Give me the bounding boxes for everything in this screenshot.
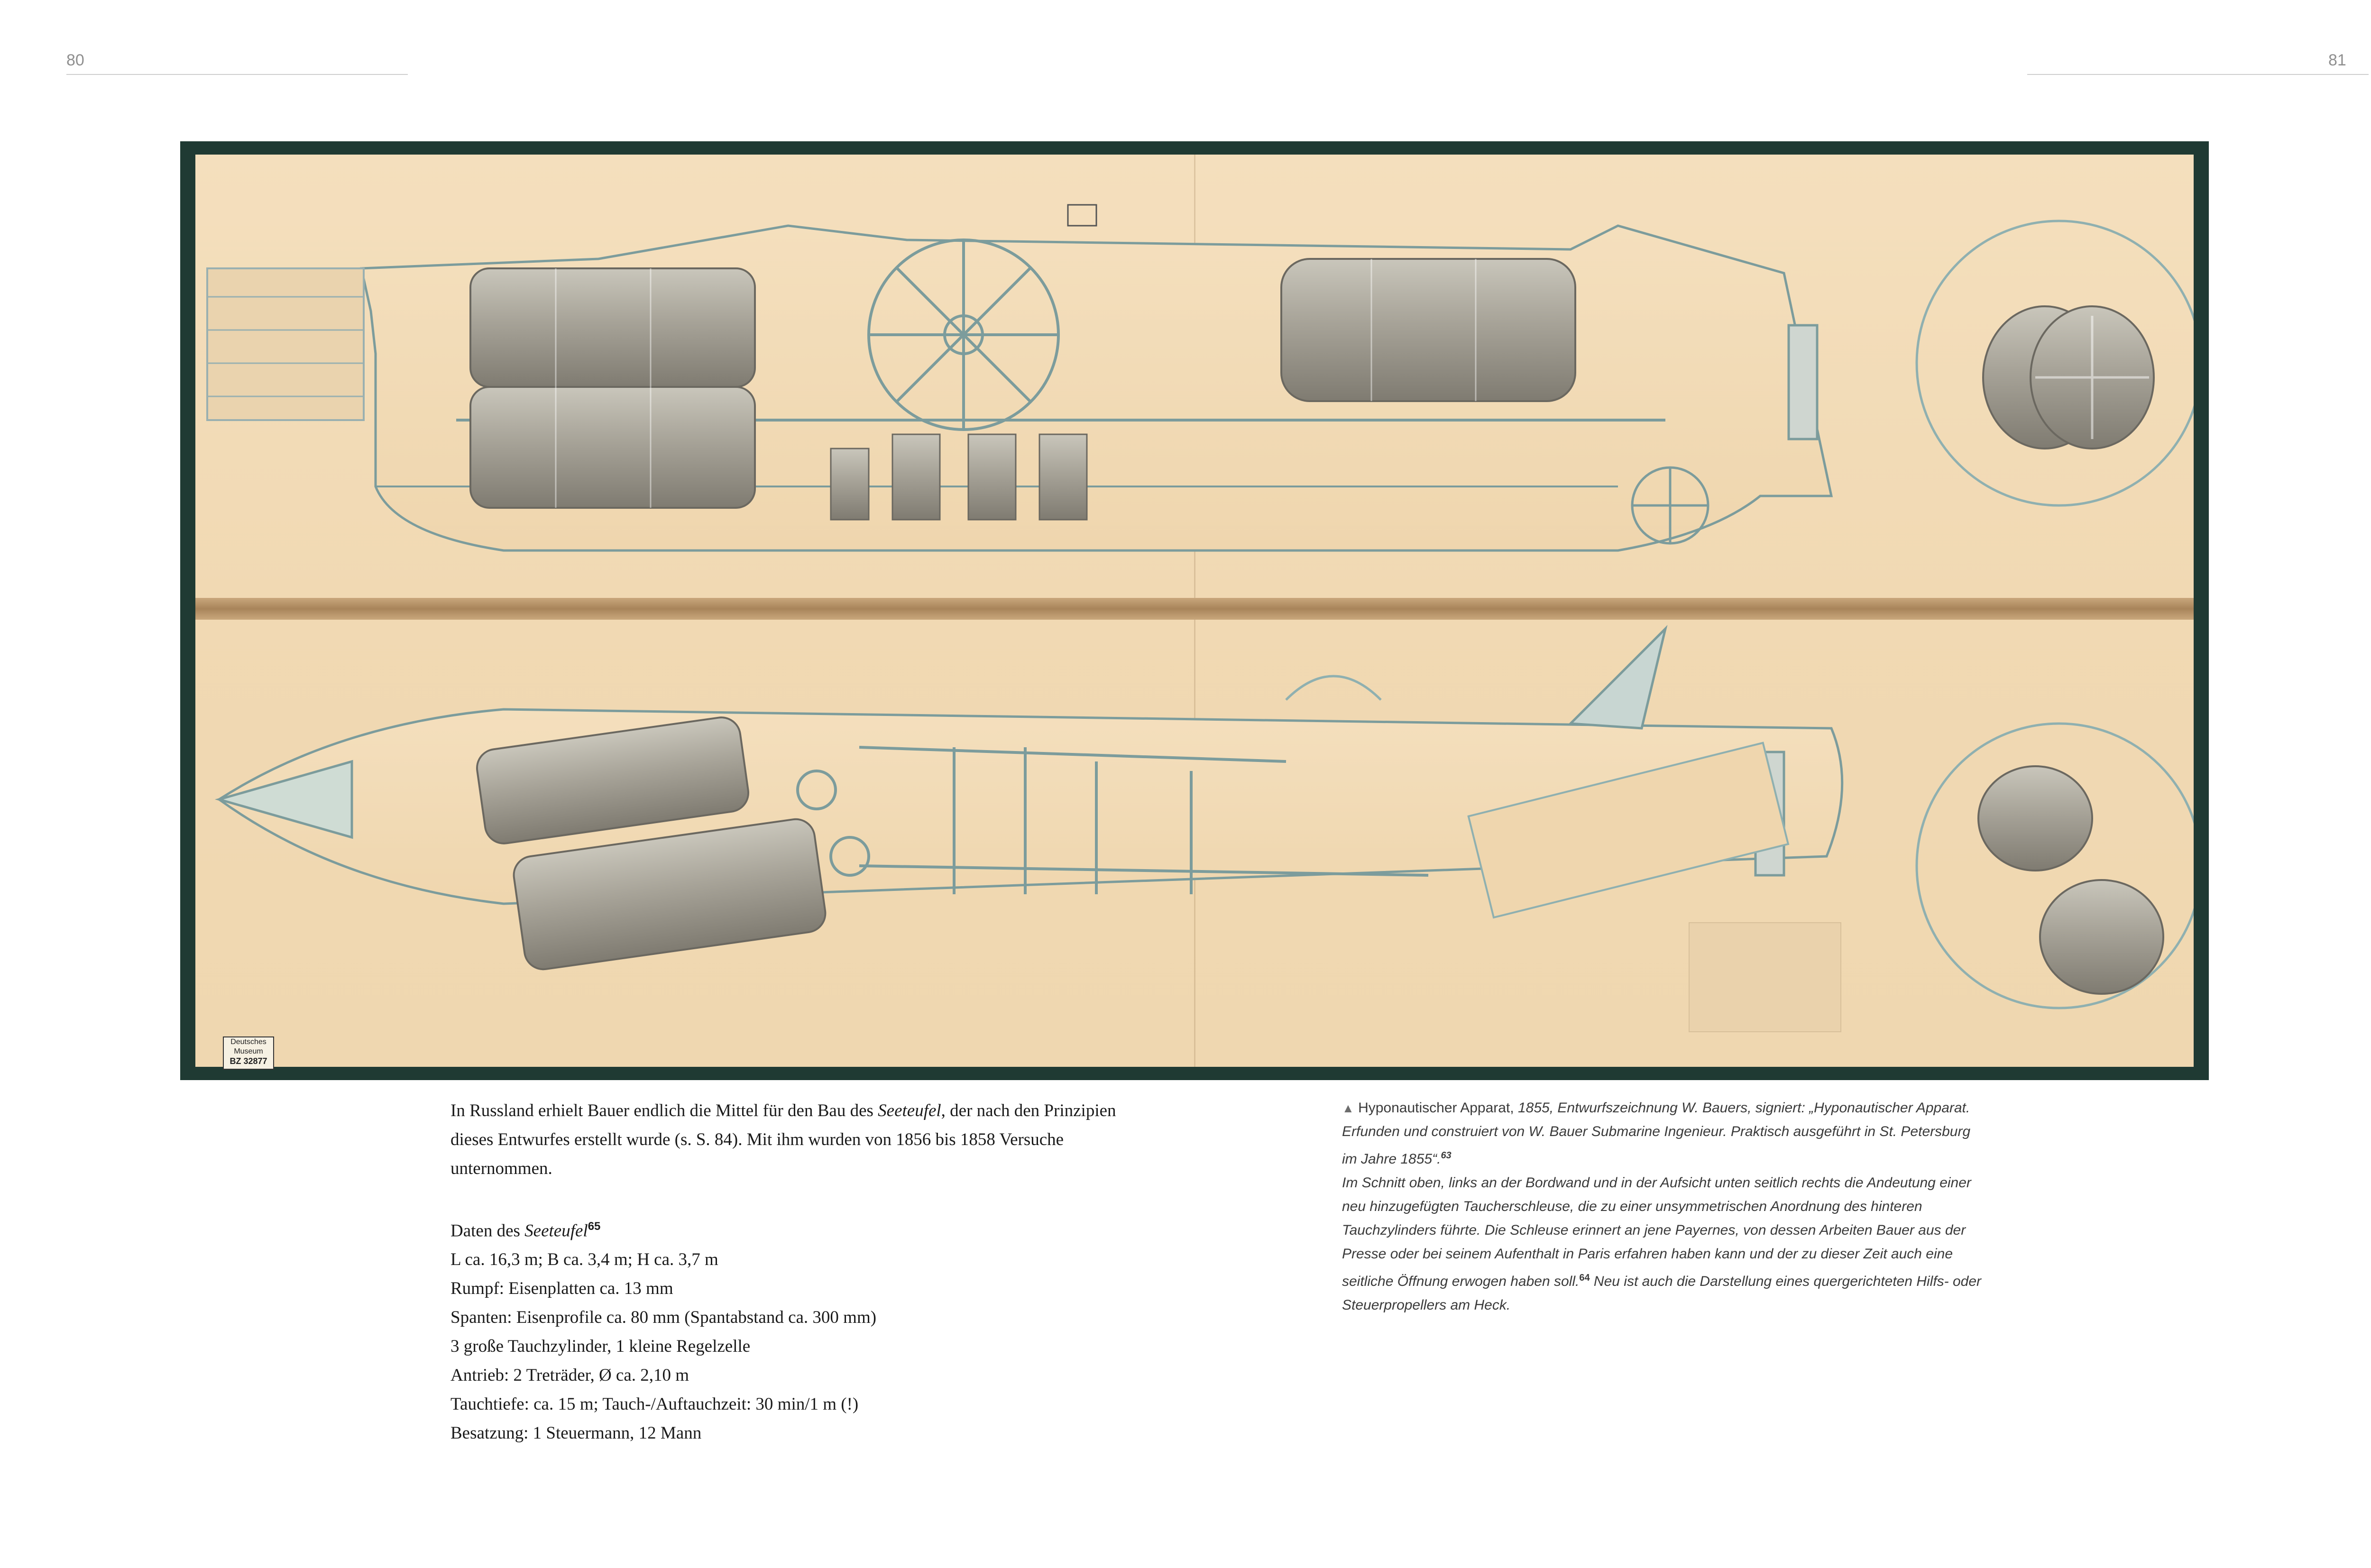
stamp-line-2: BZ 32877 (230, 1056, 267, 1066)
footnote-ref-65: 65 (588, 1220, 601, 1233)
caption-description: 1855, Entwurfszeichnung W. Bauers, signi… (1342, 1100, 1971, 1167)
plan-machinery (796, 746, 1429, 894)
intro-ship-name: Seeteufel (878, 1101, 941, 1120)
data-line: Spanten: Eisenprofile ca. 80 mm (Spantab… (450, 1308, 877, 1328)
stamp-line-1: Deutsches Museum (230, 1038, 267, 1055)
hatch-ladder (1067, 204, 1097, 227)
page-number-left: 80 (66, 51, 84, 69)
intro-paragraph: In Russland erhielt Bauer endlich die Mi… (450, 1096, 1162, 1183)
data-heading: Daten des Seeteufel65 (450, 1212, 1162, 1245)
page-number-right: 81 (2328, 51, 2346, 69)
data-heading-ship-name: Seeteufel (524, 1221, 588, 1241)
data-heading-text: Daten des (450, 1221, 525, 1241)
paper-patch (1689, 922, 1841, 1032)
body-text: In Russland erhielt Bauer endlich die Mi… (450, 1096, 1162, 1448)
data-line: Rumpf: Eisenplatten ca. 13 mm (450, 1279, 673, 1299)
rear-propeller-side (1631, 324, 1819, 545)
caption-tail: Neu ist auch die Darstellung eines querg… (1342, 1274, 1982, 1313)
cross-section-bottom (1915, 722, 2194, 1009)
side-ballast-cylinders (469, 258, 1576, 521)
museum-stamp: Deutsches Museum BZ 32877 (223, 1036, 274, 1070)
caption-marker-icon: ▲ (1342, 1101, 1354, 1115)
intro-text-b: , der nach den Prinzipien dieses Entwurf… (450, 1101, 1116, 1178)
header-rule-right (2027, 74, 2369, 75)
figure-caption: ▲ Hyponautischer Apparat, 1855, Entwurfs… (1342, 1096, 1987, 1317)
drawing-paper: Deutsches Museum BZ 32877 (195, 155, 2194, 1070)
footnote-ref-64: 64 (1579, 1273, 1590, 1283)
technical-drawing-plate: Deutsches Museum BZ 32877 (180, 141, 2209, 1080)
intro-text-a: In Russland erhielt Bauer endlich die Mi… (450, 1101, 878, 1120)
submarine-drawing (206, 204, 2194, 1032)
data-line: Antrieb: 2 Treträder, Ø ca. 2,10 m (450, 1366, 689, 1385)
fold-band (195, 598, 2194, 620)
footnote-ref-63: 63 (1441, 1150, 1452, 1161)
header-rule-left (66, 74, 408, 75)
data-line: L ca. 16,3 m; B ca. 3,4 m; H ca. 3,7 m (450, 1250, 718, 1270)
caption-title: Hyponautischer Apparat, (1358, 1100, 1514, 1116)
data-line: 3 große Tauchzylinder, 1 kleine Regelzel… (450, 1337, 751, 1357)
plan-ballast-cylinders (476, 716, 1790, 971)
rudder-fin (1568, 624, 1668, 730)
side-grate (206, 267, 365, 421)
treadwheel-side (867, 238, 1060, 431)
data-line: Besatzung: 1 Steuermann, 12 Mann (450, 1423, 702, 1443)
cross-section-top (1915, 220, 2194, 507)
caption-body: Im Schnitt oben, links an der Bordwand u… (1342, 1175, 1971, 1289)
bow-tip (214, 760, 353, 839)
data-line: Tauchtiefe: ca. 15 m; Tauch-/Auftauchzei… (450, 1394, 859, 1414)
